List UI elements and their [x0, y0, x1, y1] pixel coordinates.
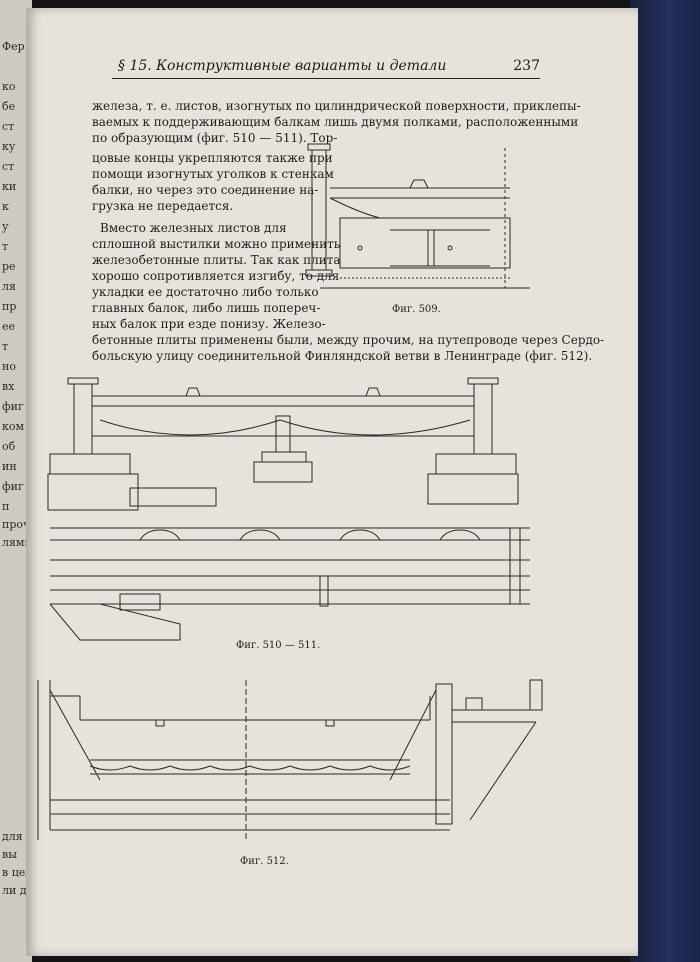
text-line: цовые концы укрепляются также при	[92, 151, 333, 165]
text-line: грузка не передается.	[92, 199, 234, 213]
left-fragment: ст	[2, 160, 15, 173]
text-line: железобетонные плиты. Так как плита	[92, 253, 341, 267]
left-fragment: в цел	[2, 866, 33, 879]
left-fragment: Фер	[2, 40, 25, 53]
text-line: сплошной выстилки можно применить	[92, 237, 341, 251]
left-fragment: вы	[2, 848, 17, 861]
left-fragment: фиг	[2, 480, 24, 493]
book-page: § 15. Конструктивные варианты и детали 2…	[26, 8, 638, 956]
book-binding	[630, 0, 700, 962]
text-line: балки, но через это соединение на-	[92, 183, 319, 197]
left-fragment: у	[2, 220, 9, 233]
text-line: хорошо сопротивляется изгибу, то для	[92, 269, 340, 283]
left-fragment: фиг	[2, 400, 24, 413]
left-fragment: для	[2, 830, 23, 843]
text-line: Вместо железных листов для	[100, 221, 287, 235]
text-line: ных балок при езде понизу. Железо-	[92, 317, 326, 331]
left-fragment: бе	[2, 100, 16, 113]
section-title: § 15. Конструктивные варианты и детали	[118, 58, 447, 74]
figure-509-drawing	[305, 143, 530, 289]
left-fragment: но	[2, 360, 16, 373]
left-fragment: п	[2, 500, 10, 513]
text-line: больскую улицу соединительной Финляндско…	[92, 349, 593, 363]
left-fragment: т	[2, 340, 9, 353]
text-line: укладки ее достаточно либо только	[92, 285, 319, 299]
figure-510-elevation	[47, 377, 519, 511]
left-fragment: к	[2, 200, 9, 213]
text-line: ваемых к поддерживающим балкам лишь двум…	[92, 115, 579, 129]
page-number: 237	[513, 58, 540, 74]
text-line: железа, т. е. листов, изогнутых по цилин…	[92, 99, 581, 113]
figure-512-caption: Фиг. 512.	[240, 856, 289, 867]
left-fragment: об	[2, 440, 16, 453]
left-fragment: пр	[2, 300, 17, 313]
left-fragment: ки	[2, 180, 17, 193]
text-line: помощи изогнутых уголков к стенкам	[92, 167, 334, 181]
left-fragment: ля	[2, 280, 16, 293]
running-header: § 15. Конструктивные варианты и детали 2…	[112, 54, 540, 79]
left-fragment: проч	[2, 518, 31, 531]
figure-511-plan	[49, 527, 530, 641]
text-line: бетонные плиты применены были, между про…	[92, 333, 605, 347]
left-fragment: ку	[2, 140, 16, 153]
figure-509-caption: Фиг. 509.	[392, 304, 441, 315]
left-fragment: вх	[2, 380, 15, 393]
left-fragment: т	[2, 240, 9, 253]
left-fragment: ее	[2, 320, 16, 333]
left-fragment: ко	[2, 80, 16, 93]
left-fragment: ст	[2, 120, 15, 133]
left-fragment: ин	[2, 460, 17, 473]
text-line: по образующим (фиг. 510 — 511). Тор-	[92, 131, 338, 145]
figure-510-511-caption: Фиг. 510 — 511.	[236, 640, 321, 651]
left-fragment: ли д	[2, 884, 27, 897]
left-fragment: ком	[2, 420, 25, 433]
figure-512-drawing	[37, 679, 543, 840]
left-fragment: ре	[2, 260, 16, 273]
text-line: главных балок, либо лишь попереч-	[92, 301, 321, 315]
